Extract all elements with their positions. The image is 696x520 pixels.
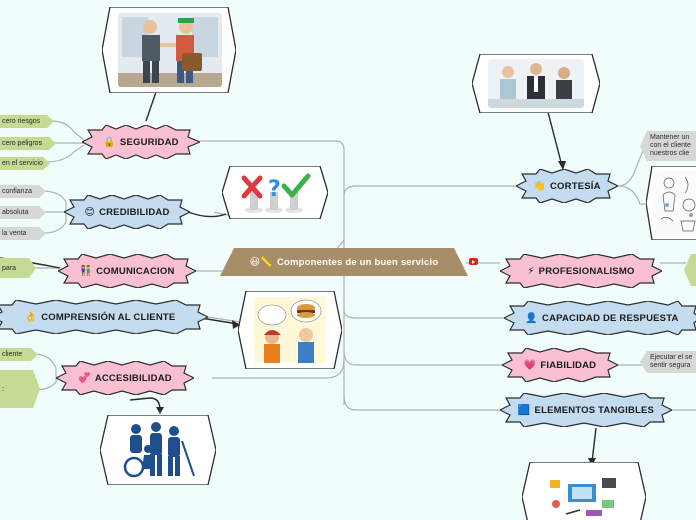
smile-icon: 😊 [84, 206, 96, 218]
lock-icon: 🔒 [103, 136, 116, 148]
central-topic-label: Componentes de un buen servicio [276, 256, 439, 268]
topic-capacidad-label: CAPACIDAD DE RESPUESTA [542, 312, 679, 324]
checkmarks-image-box: ? [222, 166, 328, 219]
topic-accesibilidad-label: ACCESIBILIDAD [94, 372, 172, 384]
topic-comunicacion[interactable]: 👫 COMUNICACION [58, 254, 196, 288]
leaf-credibilidad-1[interactable]: confianza [0, 185, 46, 198]
leaf-seguridad-3[interactable]: en el servicio [0, 157, 50, 170]
topic-tangibles-label: ELEMENTOS TANGIBLES [534, 404, 655, 416]
lightning-icon: ⚡ [527, 265, 535, 277]
topic-comprension-label: COMPRENSIÓN AL CLIENTE [41, 311, 176, 323]
couple-icon: 👫 [79, 265, 93, 277]
topic-accesibilidad[interactable]: 💞 ACCESIBILIDAD [56, 361, 194, 395]
topic-fiabilidad[interactable]: 💗 FIABILIDAD [502, 348, 618, 382]
handshake-picture [118, 13, 222, 87]
handshake-image-box [102, 7, 236, 93]
svg-text:?: ? [268, 177, 281, 202]
leaf-comunicacion-1[interactable]: para [0, 258, 36, 278]
leaf-credibilidad-3[interactable]: la venta [0, 227, 46, 240]
heart-icon: 💗 [523, 359, 537, 371]
leaf-seguridad-1[interactable]: cero riesgos [0, 115, 54, 128]
conversation-picture [254, 297, 326, 363]
conversation-image-box [238, 291, 342, 369]
hearts-icon: 💞 [78, 372, 91, 384]
sketch-picture [655, 171, 696, 235]
accessibility-image-box [100, 415, 216, 485]
leaf-seguridad-2[interactable]: cero peligros [0, 137, 56, 150]
smile-emoji-and-ruler-icon: 😃📏 [249, 256, 273, 268]
central-topic[interactable]: 😃📏 Componentes de un buen servicio [220, 248, 468, 276]
leaf-accesibilidad-2[interactable]: : [0, 370, 40, 408]
leaf-credibilidad-2[interactable]: absoluta [0, 206, 46, 219]
topic-comunicacion-label: COMUNICACION [96, 265, 175, 277]
workspace-picture [546, 470, 622, 520]
topic-credibilidad-label: CREDIBILIDAD [99, 206, 170, 218]
monitor-icon: 🟦 [517, 404, 531, 416]
topic-seguridad[interactable]: 🔒 SEGURIDAD [82, 125, 200, 159]
accessibility-picture [116, 421, 200, 479]
sketch-image-box [646, 166, 696, 240]
topic-seguridad-label: SEGURIDAD [119, 136, 179, 148]
waving-hand-icon: 👋 [533, 180, 546, 192]
person-icon: 👤 [525, 312, 539, 324]
topic-elementos-tangibles[interactable]: 🟦 ELEMENTOS TANGIBLES [500, 393, 672, 427]
checkmarks-picture: ? [238, 170, 312, 215]
topic-cortesia-label: CORTESÍA [549, 180, 601, 192]
meeting-image-box [472, 54, 600, 113]
youtube-icon[interactable] [469, 258, 478, 265]
topic-comprension-al-cliente[interactable]: 👌 COMPRENSIÓN AL CLIENTE [0, 300, 208, 334]
topic-fiabilidad-label: FIABILIDAD [540, 359, 597, 371]
topic-profesionalismo[interactable]: ⚡ PROFESIONALISMO [500, 254, 662, 288]
leaf-fiabilidad-1[interactable]: Ejecutar el se sentir segura [640, 351, 696, 374]
topic-capacidad-de-respuesta[interactable]: 👤 CAPACIDAD DE RESPUESTA [504, 301, 696, 335]
ok-hand-icon: 👌 [24, 311, 38, 323]
topic-credibilidad[interactable]: 😊 CREDIBILIDAD [64, 195, 190, 229]
workspace-image-box [522, 462, 646, 520]
topic-cortesia[interactable]: 👋 CORTESÍA [516, 169, 618, 203]
meeting-picture [488, 59, 584, 108]
leaf-accesibilidad-1[interactable]: cliente [0, 348, 38, 361]
leaf-cortesia-1[interactable]: Mantener un con el cliente nuestros clie [640, 131, 696, 162]
topic-profesionalismo-label: PROFESIONALISMO [538, 265, 635, 277]
